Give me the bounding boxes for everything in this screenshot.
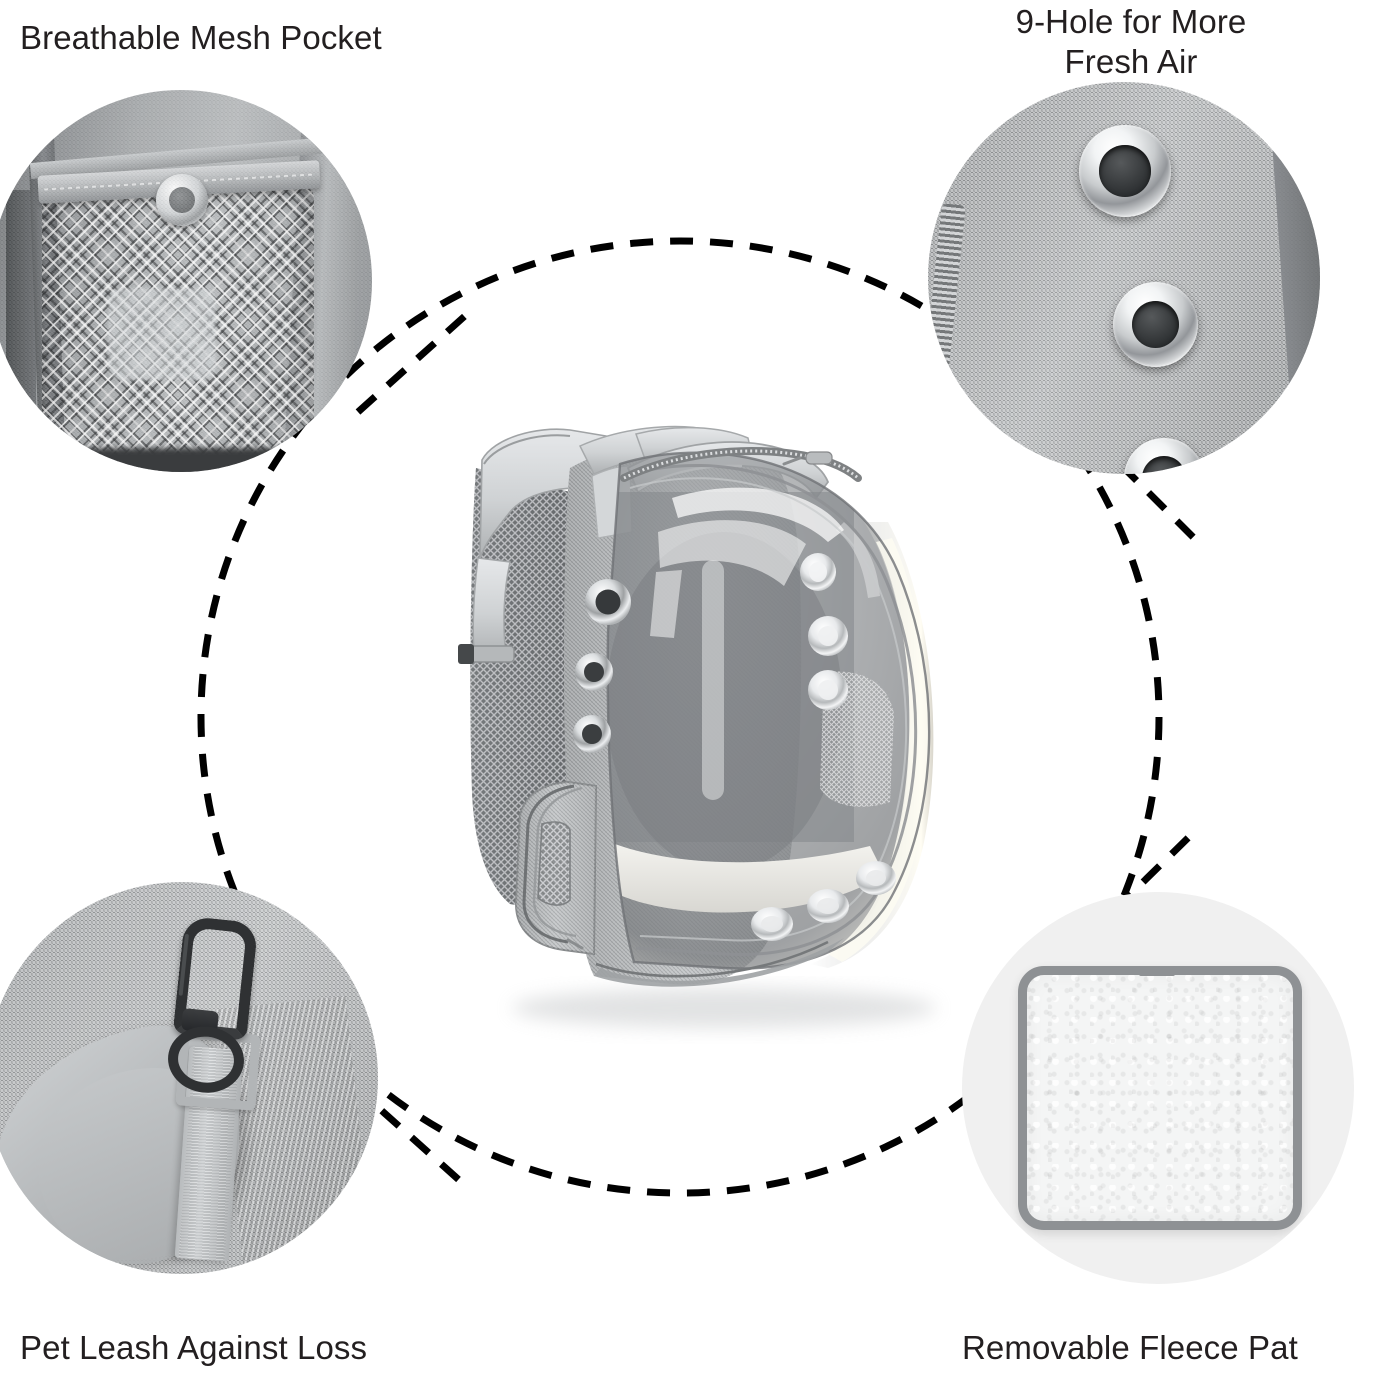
grommet-icon bbox=[1079, 125, 1171, 217]
callout-label-pet-leash: Pet Leash Against Loss bbox=[20, 1329, 368, 1366]
callout-image-pet-leash bbox=[0, 882, 378, 1274]
dashed-circle-guide bbox=[197, 237, 1163, 1197]
grommet-icon bbox=[1113, 282, 1198, 367]
grommet-icon bbox=[156, 174, 208, 226]
product-image-pet-carrier-backpack bbox=[458, 425, 936, 1028]
callout-image-fleece-pad bbox=[962, 892, 1354, 1284]
fleece-pad bbox=[1018, 966, 1302, 1230]
connector-line-fleece-pad bbox=[1083, 831, 1195, 941]
snap-hook-icon bbox=[164, 915, 259, 1097]
callout-label-fleece-pad: Removable Fleece Pat bbox=[962, 1329, 1298, 1366]
connector-line-pet-leash bbox=[349, 1081, 471, 1191]
callout-image-mesh-pocket bbox=[0, 90, 372, 472]
connector-line-air-holes bbox=[1089, 433, 1201, 545]
connector-line-mesh-pocket bbox=[355, 303, 479, 415]
callout-image-air-holes bbox=[928, 82, 1320, 474]
callout-label-mesh-pocket: Breathable Mesh Pocket bbox=[20, 19, 382, 56]
grommet-icon bbox=[1124, 438, 1204, 474]
callout-label-air-holes: 9-Hole for More Fresh Air bbox=[1015, 3, 1247, 81]
